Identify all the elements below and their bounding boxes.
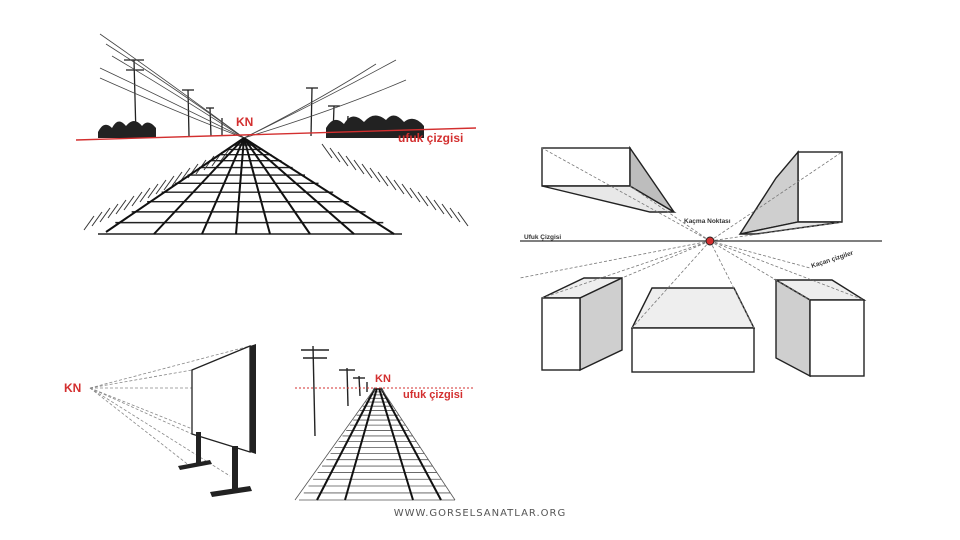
vanishing-point-dot: [705, 236, 715, 246]
railway-perspective-illustration: KN ufuk çizgisi: [75, 20, 477, 240]
converging-lines-label: Kaçan çizgiler: [810, 250, 854, 270]
horizon-label: ufuk çizgisi: [403, 389, 463, 401]
vanishing-point-label: Kaçma Noktası: [684, 218, 731, 225]
vanishing-point-label: KN: [236, 115, 253, 129]
horizon-line: [75, 127, 477, 141]
horizon-label: ufuk çizgisi: [398, 131, 463, 145]
vanishing-point-label: KN: [375, 373, 391, 385]
billboard-perspective-illustration: KN: [60, 336, 270, 502]
vanishing-point-label: KN: [64, 381, 81, 395]
site-footer: WWW.GORSELSANATLAR.ORG: [393, 508, 567, 519]
horizon-label: Ufuk Çizgisi: [524, 234, 561, 241]
railway-poles-illustration: KN ufuk çizgisi: [294, 340, 475, 502]
one-point-perspective-boxes: Kaçma Noktası Ufuk Çizgisi Kaçan çizgile…: [519, 138, 882, 378]
